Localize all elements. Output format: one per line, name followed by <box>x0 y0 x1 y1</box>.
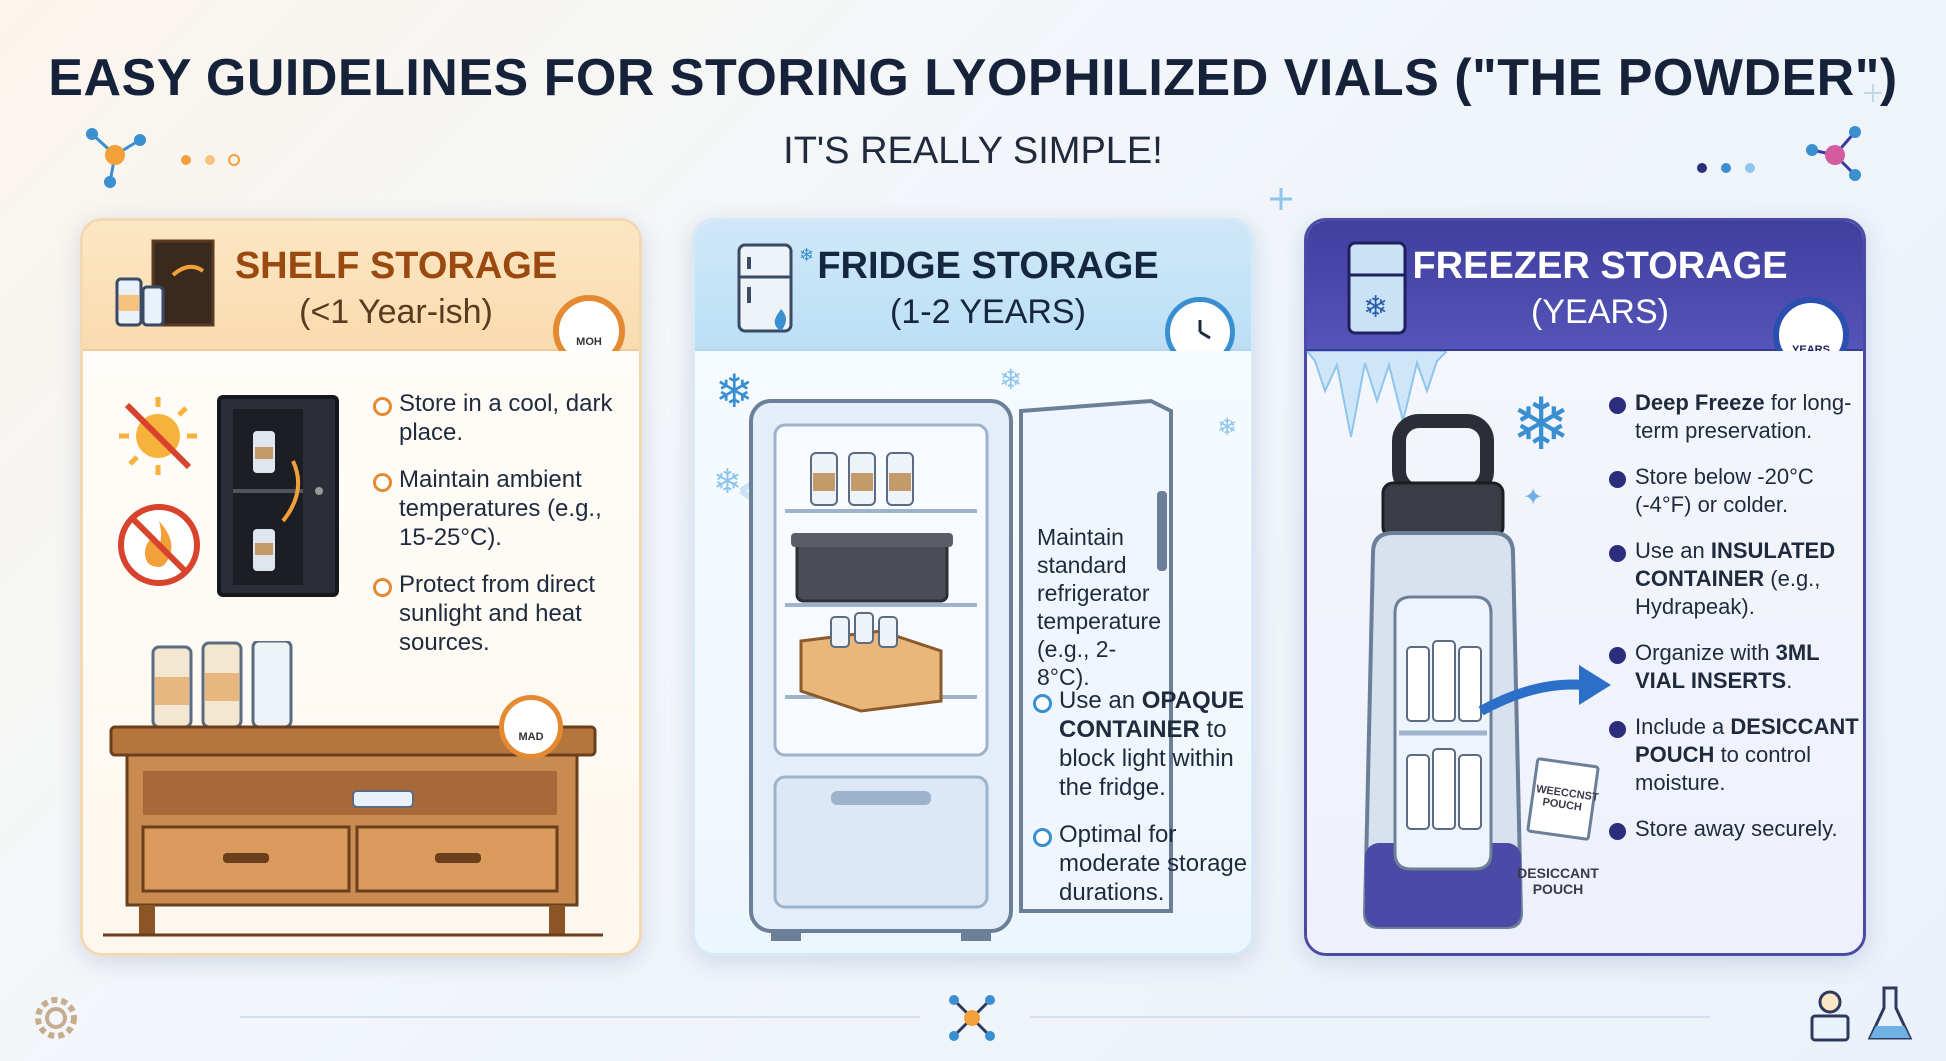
shelf-storage-card: SHELF STORAGE (<1 Year-ish) MOH <box>80 218 642 956</box>
wooden-dresser-with-vials-icon <box>103 641 603 937</box>
fridge-card-body: ❄ ❄ ❄ ❄ Maint <box>695 351 1251 953</box>
freezer-icon: ❄ <box>1347 241 1407 335</box>
gear-icon <box>35 997 77 1039</box>
small-clock-icon: MAD <box>499 695 563 759</box>
bottom-divider-line <box>1030 1016 1710 1018</box>
list-item: Maintain ambient temperatures (e.g., 15-… <box>373 465 633 552</box>
freezer-storage-card: ❄ FREEZER STORAGE (YEARS) YEARS ❄ ✦ <box>1304 218 1866 956</box>
molecule-icon <box>86 128 146 188</box>
fridge-subtitle: (1-2 YEARS) <box>890 293 1086 331</box>
shelf-card-body: Store in a cool, dark place. Maintain am… <box>83 351 639 953</box>
shelf-subtitle: (<1 Year-ish) <box>299 293 493 331</box>
list-item: Use an INSULATED CONTAINER (e.g., Hydrap… <box>1609 537 1861 621</box>
dots-decoration-icon <box>1697 163 1755 173</box>
plus-sparkle-icon <box>1864 84 1882 102</box>
list-item: Store in a cool, dark place. <box>373 389 633 447</box>
list-item: Deep Freeze for long-term preservation. <box>1609 389 1861 445</box>
list-item: Organize with 3ML VIAL INSERTS. <box>1609 639 1861 695</box>
freezer-title: FREEZER STORAGE <box>1412 245 1788 287</box>
fridge-title: FRIDGE STORAGE <box>817 245 1159 287</box>
svg-text:❄: ❄ <box>1511 385 1571 461</box>
list-item: Include a DESICCANT POUCH to control moi… <box>1609 713 1861 797</box>
fridge-card-header: ❄ FRIDGE STORAGE (1-2 YEARS) <box>695 221 1251 367</box>
snowflake-icon: ❄ <box>1511 385 1571 461</box>
shelf-bullet-list: Store in a cool, dark place. Maintain am… <box>373 389 633 675</box>
fridge-door-note: Maintain standard refrigerator temperatu… <box>1037 524 1162 690</box>
page-title: EASY GUIDELINES FOR STORING LYOPHILIZED … <box>48 49 1898 107</box>
fridge-storage-card: ❄ FRIDGE STORAGE (1-2 YEARS) ❄ ❄ ❄ ❄ <box>692 218 1254 956</box>
snowflake-icon: ❄ <box>713 463 742 501</box>
pouch-text: WEECCNST POUCH <box>1535 783 1600 814</box>
flask-icon <box>1867 986 1913 1040</box>
desiccant-pouch-label: DESICCANT POUCH <box>1517 865 1599 897</box>
snowflake-icon: ❄ <box>999 364 1022 395</box>
svg-text:✦: ✦ <box>1523 484 1543 511</box>
insulated-bottle-icon <box>1362 414 1524 929</box>
fridge-bullet-list: Use an OPAQUE CONTAINER to block light w… <box>1033 686 1251 925</box>
fridge-icon: ❄ <box>737 243 814 333</box>
icicles-decoration <box>1307 351 1447 438</box>
open-refrigerator-icon <box>739 398 1173 941</box>
dots-decoration-icon <box>181 154 240 166</box>
molecule-icon <box>949 995 995 1041</box>
sparkle-icon: ✦ <box>1523 484 1543 511</box>
snowflake-icon: ❄ <box>1217 414 1237 441</box>
no-sun-icon <box>119 397 197 475</box>
freezer-card-body: ❄ ✦ WEECCNST POUCH DESICCANT POUCH Deep … <box>1307 351 1863 953</box>
molecule-icon <box>1806 126 1861 181</box>
freezer-bullet-list: Deep Freeze for long-term preservation. … <box>1609 389 1861 861</box>
small-clock-label: MAD <box>518 731 544 743</box>
svg-text:❄: ❄ <box>1363 291 1388 324</box>
list-item: Protect from direct sunlight and heat so… <box>373 570 633 657</box>
svg-text:❄: ❄ <box>1217 414 1237 441</box>
list-item: Store below -20°C (-4°F) or colder. <box>1609 463 1861 519</box>
shelf-title: SHELF STORAGE <box>234 245 558 287</box>
page-subtitle: IT'S REALLY SIMPLE! <box>783 130 1163 172</box>
snowflake-icon: ❄ <box>715 365 754 415</box>
svg-text:❄: ❄ <box>713 463 742 501</box>
svg-text:❄: ❄ <box>715 365 754 415</box>
list-item: Use an OPAQUE CONTAINER to block light w… <box>1033 686 1251 802</box>
desiccant-pouch: WEECCNST POUCH <box>1526 756 1600 842</box>
clock-label: MOH <box>576 336 602 348</box>
svg-text:❄: ❄ <box>999 364 1022 395</box>
list-item: Store away securely. <box>1609 815 1861 843</box>
arrow-right-icon <box>1478 665 1611 716</box>
shelf-card-header: SHELF STORAGE (<1 Year-ish) MOH <box>83 221 639 367</box>
freezer-subtitle: (YEARS) <box>1531 293 1669 331</box>
plus-sparkle-icon <box>1270 188 1292 210</box>
freezer-card-header: ❄ FREEZER STORAGE (YEARS) YEARS <box>1307 221 1863 373</box>
bottom-divider-line <box>240 1016 920 1018</box>
list-item: Optimal for moderate storage durations. <box>1033 820 1251 907</box>
lab-equipment-icon <box>1810 990 1850 1042</box>
dark-cabinet-icon <box>217 395 339 597</box>
no-fire-icon <box>118 504 200 586</box>
cabinet-vials-icon <box>115 239 215 327</box>
svg-text:❄: ❄ <box>799 245 814 265</box>
